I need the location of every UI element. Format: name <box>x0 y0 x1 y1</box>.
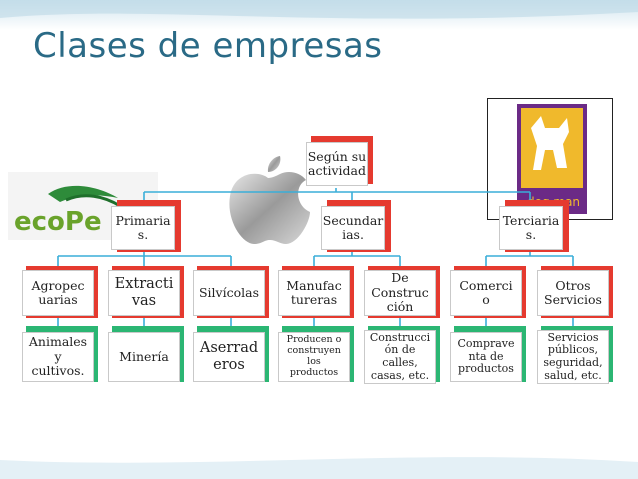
example-label-line: Comprave <box>457 337 515 351</box>
example-label-line: productos <box>458 362 514 376</box>
example-label-line: Minería <box>119 348 169 364</box>
type-label-line: Manufac <box>286 277 342 293</box>
type-node-silvicolas: Silvícolas <box>193 270 265 316</box>
dogman-logo: dog man <box>487 98 613 220</box>
example-label-line: públicos, <box>547 343 599 357</box>
type-label-line: Otros <box>555 277 591 293</box>
type-label-line: Servicios <box>544 292 602 307</box>
example-label-line: eros <box>213 357 245 373</box>
sector-label-line: Secundar <box>322 212 384 228</box>
example-label-line: ón de <box>384 343 416 357</box>
apple-logo <box>229 156 310 244</box>
example-label-line: seguridad, <box>543 356 603 369</box>
example-label-line: Animales <box>28 334 88 350</box>
example-label-line: Producen o <box>286 334 342 346</box>
type-label-line: Construc <box>371 284 429 300</box>
type-label-line: Comerci <box>459 277 513 293</box>
root-node: Según su actividad <box>306 142 368 186</box>
type-label-line: Silvícolas <box>198 284 259 300</box>
page-title: Clases de empresas <box>33 26 383 66</box>
svg-text:ecoPe: ecoPe <box>14 207 102 237</box>
root-node-label: Según su actividad <box>307 148 367 178</box>
sector-label-line: Primaria <box>115 212 171 228</box>
example-node-mineria: Minería <box>108 332 180 382</box>
type-label-line: Extracti <box>114 276 174 293</box>
example-label-line: y <box>54 348 62 364</box>
example-label-line: productos <box>289 366 339 378</box>
example-label-line: Aserrad <box>199 340 259 357</box>
type-label-line: tureras <box>290 292 338 307</box>
example-label-line: cultivos. <box>31 363 85 379</box>
example-label-line: los <box>307 356 321 367</box>
example-label-line: nta de <box>468 349 504 363</box>
example-label-line: Servicios <box>547 330 599 344</box>
type-label-line: ción <box>386 299 414 315</box>
sector-label-line: s. <box>137 227 149 242</box>
example-label-line: construyen <box>287 345 341 357</box>
type-label-line: De <box>391 270 409 286</box>
type-label-line: uarias <box>38 292 78 307</box>
example-label-line: Construcci <box>369 330 431 344</box>
example-label-line: casas, etc. <box>370 368 430 382</box>
type-label-line: o <box>482 292 490 307</box>
sector-label-line: s. <box>525 227 537 242</box>
type-label-line: Agropec <box>31 277 85 293</box>
example-label-line: salud, etc. <box>544 368 602 382</box>
sector-label-line: ias. <box>342 227 364 242</box>
sector-label-line: Terciaria <box>502 212 560 228</box>
example-label-line: calles, <box>382 356 418 369</box>
type-label-line: vas <box>131 293 157 309</box>
